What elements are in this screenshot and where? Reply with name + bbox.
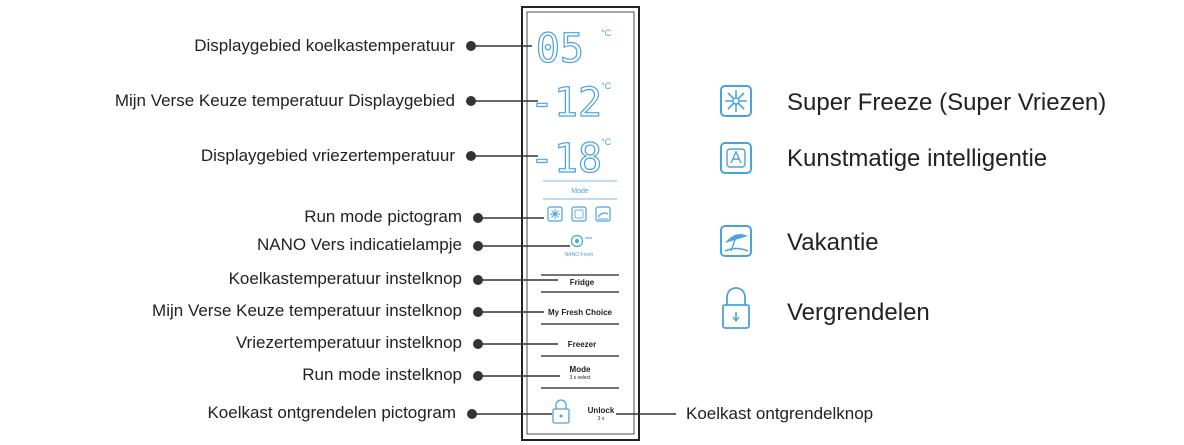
- fridge-button[interactable]: Fridge: [541, 274, 619, 293]
- nano-label: NANO Fresh: [565, 252, 594, 258]
- callout-label: NANO Vers indicatielampje: [257, 235, 462, 254]
- callout-label: Mijn Verse Keuze temperatuur Displaygebi…: [115, 91, 455, 110]
- lock-icon: [722, 287, 750, 329]
- callout-label: Koelkast ontgrendelknop: [686, 404, 873, 423]
- mode-label: Mode: [571, 188, 589, 195]
- callout-label: Koelkastemperatuur instelknop: [229, 269, 462, 288]
- fridge-button-label: Fridge: [570, 278, 595, 287]
- fridge-temp-display: 05: [536, 26, 584, 72]
- control-panel-frame: [521, 6, 640, 441]
- vacation-icon: [720, 225, 752, 257]
- callout-label: Mijn Verse Keuze temperatuur instelknop: [152, 301, 462, 320]
- freezer-temp-display: -18: [530, 136, 602, 182]
- control-panel-inner: [526, 11, 635, 435]
- snowflake-icon: [720, 85, 752, 117]
- callout-5: NANO Vers indicatielampje: [257, 235, 570, 254]
- callout-label: Koelkast ontgrendelen pictogram: [207, 403, 456, 422]
- legend-label: Kunstmatige intelligentie: [787, 145, 1047, 172]
- callout-label: Run mode pictogram: [304, 207, 462, 226]
- legend-item-lock: Vergrendelen: [722, 287, 930, 329]
- callout-label: Displaygebied koelkastemperatuur: [194, 36, 455, 55]
- fridge-temp-unit: °C: [601, 28, 612, 38]
- ai-icon: [571, 206, 587, 222]
- unlock-button-label: Unlock: [588, 406, 615, 415]
- fresh-temp-unit: °C: [601, 81, 612, 91]
- callout-10: Koelkast ontgrendelen pictogram: [207, 403, 552, 422]
- callout-label: Run mode instelknop: [302, 365, 462, 384]
- legend-label: Vakantie: [787, 229, 879, 256]
- unlock-button-sublabel: 3 s: [598, 416, 605, 422]
- snowflake-icon: [547, 206, 563, 222]
- vacation-icon: [595, 206, 611, 222]
- legend-label: Super Freeze (Super Vriezen): [787, 89, 1106, 116]
- callout-6: Koelkastemperatuur instelknop: [229, 269, 558, 288]
- callout-1: Displaygebied koelkastemperatuur: [194, 36, 532, 55]
- fresh-temp-display: -12: [530, 80, 602, 126]
- freezer-button-label: Freezer: [568, 340, 596, 349]
- callout-right: Koelkast ontgrendelknop: [616, 404, 873, 423]
- run-mode-icons: [547, 206, 611, 222]
- nano-indicator-icon: [570, 234, 592, 248]
- legend-item-ai: Kunstmatige intelligentie: [720, 142, 1047, 174]
- legend-label: Vergrendelen: [787, 299, 930, 326]
- callout-8: Vriezertemperatuur instelknop: [236, 333, 558, 352]
- legend-item-vacation: Vakantie: [720, 225, 879, 257]
- unlock-button[interactable]: Unlock 3 s: [588, 406, 615, 422]
- freezer-temp-unit: °C: [601, 137, 612, 147]
- callout-2: Mijn Verse Keuze temperatuur Displaygebi…: [115, 91, 538, 110]
- mode-button-sublabel: 3 s select: [569, 375, 591, 381]
- callout-label: Displaygebied vriezertemperatuur: [201, 146, 456, 165]
- panel-lock-icon: [552, 399, 570, 424]
- callout-label: Vriezertemperatuur instelknop: [236, 333, 462, 352]
- callout-7: Mijn Verse Keuze temperatuur instelknop: [152, 301, 544, 320]
- mode-button[interactable]: Mode 3 s select: [541, 365, 619, 389]
- callout-4: Run mode pictogram: [304, 207, 544, 226]
- mode-button-label: Mode: [570, 365, 591, 374]
- legend-item-super-freeze: Super Freeze (Super Vriezen): [720, 85, 1106, 117]
- ai-icon: [720, 142, 752, 174]
- callout-9: Run mode instelknop: [302, 365, 560, 384]
- my-fresh-choice-button-label: My Fresh Choice: [548, 308, 613, 317]
- callout-3: Displaygebied vriezertemperatuur: [201, 146, 538, 165]
- my-fresh-choice-button[interactable]: My Fresh Choice: [541, 308, 619, 325]
- freezer-button[interactable]: Freezer: [541, 340, 619, 357]
